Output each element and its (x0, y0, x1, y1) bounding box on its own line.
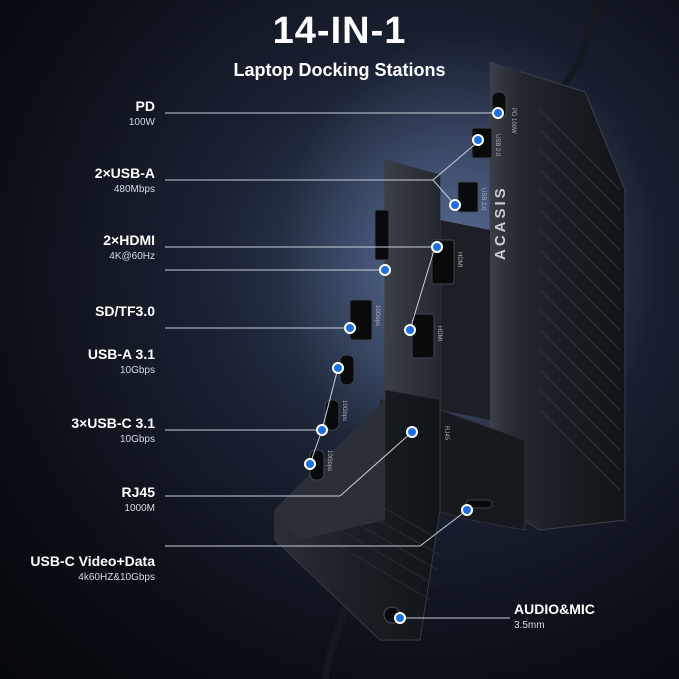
top-cable (557, 0, 603, 92)
device-label-usba31: 10Gbps (374, 305, 380, 326)
device-label-rj45: RJ45 (443, 426, 449, 441)
label-spec: 480Mbps (113, 184, 155, 195)
page-title: 14-IN-1 (272, 10, 407, 52)
label-hdmi: 2×HDMI 4K@60Hz (103, 232, 155, 262)
marker-rj45 (406, 426, 418, 438)
marker-usb-c-1 (332, 362, 344, 374)
label-usb-c-video: USB-C Video+Data 4k60HZ&10Gbps (30, 553, 155, 583)
label-rj45: RJ45 1000M (122, 484, 155, 514)
label-name: AUDIO&MIC (514, 601, 595, 617)
label-name: 3×USB-C 3.1 (71, 415, 155, 431)
marker-usb-c-3 (304, 458, 316, 470)
label-spec: 3.5mm (514, 620, 545, 631)
label-name: PD (135, 98, 155, 114)
marker-usb-a-2 (449, 199, 461, 211)
label-name: 2×USB-A (94, 165, 155, 181)
label-pd: PD 100W (129, 98, 155, 128)
label-usb-a: 2×USB-A 480Mbps (95, 165, 155, 195)
label-spec: 4k60HZ&10Gbps (78, 572, 155, 583)
callout-lines (165, 112, 510, 619)
label-name: USB-C Video+Data (30, 553, 155, 569)
brand-logo: ACASIS (492, 185, 509, 260)
device-label-hdmi-2: HDMI (436, 326, 442, 342)
marker-audio (394, 612, 406, 624)
port-markers (304, 107, 504, 624)
label-sd-tf: SD/TF3.0 (95, 303, 155, 319)
device-label-usb2-b: USB 2.0 (480, 188, 486, 211)
device-label-pd: PD 100W (510, 108, 516, 134)
marker-sd (379, 264, 391, 276)
marker-usb-a-1 (472, 134, 484, 146)
device-label-usbc-2: 10Gbps (326, 450, 332, 471)
rear-hub (489, 61, 626, 531)
label-usb-c31: 3×USB-C 3.1 10Gbps (71, 415, 155, 445)
marker-usb-a31 (344, 322, 356, 334)
marker-pd (492, 107, 504, 119)
label-audio-mic: AUDIO&MIC 3.5mm (514, 601, 595, 631)
marker-hdmi-1 (431, 241, 443, 253)
label-name: SD/TF3.0 (95, 303, 155, 319)
front-hub (274, 159, 441, 641)
marker-usb-c-2 (316, 424, 328, 436)
label-name: 2×HDMI (103, 232, 155, 248)
label-name: USB-A 3.1 (87, 346, 155, 362)
label-spec: 4K@60Hz (109, 251, 155, 262)
label-usb-a31: USB-A 3.1 10Gbps (88, 346, 155, 376)
device-label-usbc-1: 10Gbps (341, 400, 347, 421)
label-spec: 100W (128, 117, 155, 128)
device-label-hdmi-1: HDMI (456, 252, 462, 268)
device-label-usb2-a: USB 2.0 (494, 134, 500, 157)
marker-hdmi-2 (404, 324, 416, 336)
marker-usb-c-video (461, 504, 473, 516)
label-spec: 1000M (124, 503, 155, 514)
label-spec: 10Gbps (119, 434, 155, 445)
label-spec: 10Gbps (119, 365, 155, 376)
label-name: RJ45 (121, 484, 155, 500)
